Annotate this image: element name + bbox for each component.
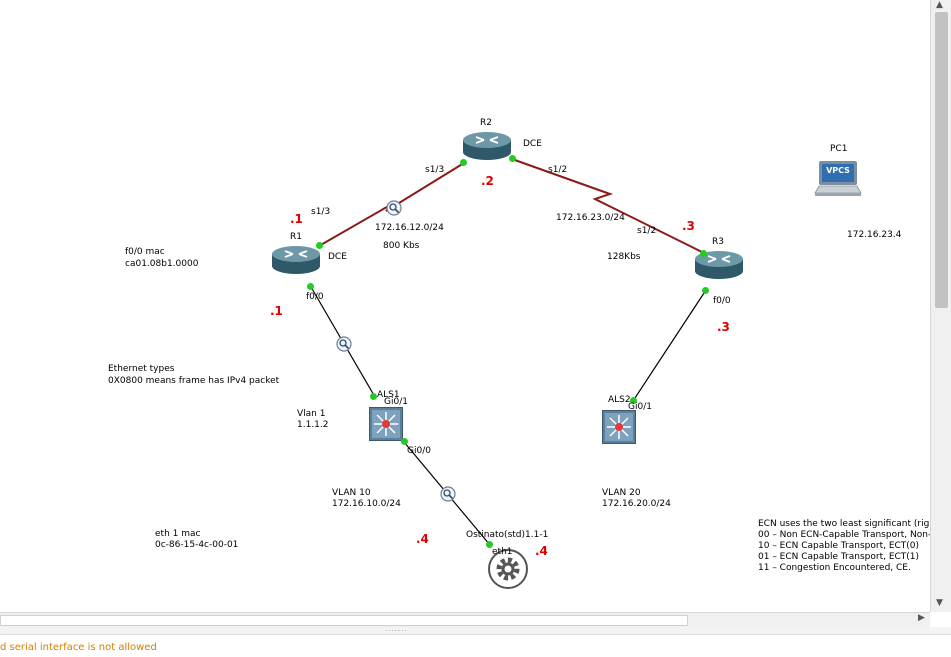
r3-f0-0-label: f0/0 bbox=[713, 296, 731, 306]
als1-gi0-1-label: Gi0/1 bbox=[384, 397, 408, 407]
r2-dce-label: DCE bbox=[523, 139, 542, 149]
vlan20-note-value: 172.16.20.0/24 bbox=[602, 499, 671, 509]
als2-gi0-1-label: Gi0/1 bbox=[628, 402, 652, 412]
capture-magnifier-icon[interactable] bbox=[336, 336, 352, 352]
capture-magnifier-icon[interactable] bbox=[440, 486, 456, 502]
switch-als1[interactable] bbox=[369, 407, 403, 441]
link-status-dot bbox=[486, 541, 493, 548]
als1-gi0-0-label: Gi0/0 bbox=[407, 446, 431, 456]
r1-f0-0-label: f0/0 bbox=[306, 292, 324, 302]
link-status-dot bbox=[316, 242, 323, 249]
router-r3[interactable] bbox=[694, 249, 744, 281]
horizontal-scrollbar[interactable]: ▶ bbox=[0, 612, 930, 627]
link-status-dot bbox=[370, 393, 377, 400]
ecn-note: ECN uses the two least significant (rig … bbox=[758, 519, 930, 574]
capture-magnifier-icon[interactable] bbox=[386, 200, 402, 216]
console-message: d serial interface is not allowed bbox=[0, 642, 157, 653]
host-octet: .2 bbox=[481, 174, 494, 188]
eth1-mac-note-title: eth 1 mac bbox=[155, 529, 201, 539]
switch-als2[interactable] bbox=[602, 410, 636, 444]
vpcs-badge: VPCS bbox=[826, 166, 850, 175]
r1-r2-subnet: 172.16.12.0/24 bbox=[375, 223, 444, 233]
r3-s1-2-label: s1/2 bbox=[637, 226, 657, 236]
horizontal-scroll-thumb[interactable] bbox=[0, 615, 688, 626]
switch-icon bbox=[602, 410, 636, 444]
als1-label: ALS1 bbox=[377, 390, 400, 400]
splitter-grip-icon[interactable]: ······· bbox=[385, 627, 408, 635]
host-octet: .3 bbox=[717, 320, 730, 334]
gear-icon bbox=[488, 549, 528, 589]
ostinato-label: Ostinato(std)1.1-1 bbox=[466, 530, 549, 540]
r1-s1-3-label: s1/3 bbox=[311, 207, 331, 217]
ethernet-note-title: Ethernet types bbox=[108, 364, 175, 374]
scroll-right-icon[interactable]: ▶ bbox=[918, 613, 925, 623]
link-status-dot bbox=[307, 283, 314, 290]
r3-label: R3 bbox=[712, 237, 724, 247]
link-r3-als2[interactable] bbox=[632, 289, 707, 402]
r1-r2-bandwidth: 800 Kbs bbox=[383, 241, 420, 251]
scroll-up-icon[interactable]: ▲ bbox=[936, 0, 943, 10]
router-icon bbox=[272, 246, 320, 274]
pc1-label: PC1 bbox=[830, 144, 848, 154]
link-status-dot bbox=[702, 287, 709, 294]
panel-splitter[interactable]: ······· bbox=[0, 627, 951, 635]
link-status-dot bbox=[700, 250, 707, 257]
vlan10-note-title: VLAN 10 bbox=[332, 488, 371, 498]
ecn-note-line: 11 – Congestion Encountered, CE. bbox=[758, 563, 911, 573]
r2-s1-3-label: s1/3 bbox=[425, 165, 445, 175]
ecn-note-line: 10 – ECN Capable Transport, ECT(0) bbox=[758, 541, 920, 551]
router-r1[interactable] bbox=[271, 244, 321, 276]
r1-dce-label: DCE bbox=[328, 252, 347, 262]
console-panel: d serial interface is not allowed bbox=[0, 635, 951, 657]
pc1-ip-note: 172.16.23.4 bbox=[847, 230, 902, 240]
r2-label: R2 bbox=[480, 118, 492, 128]
ostinato-node[interactable] bbox=[487, 548, 529, 590]
vlan20-note-title: VLAN 20 bbox=[602, 488, 641, 498]
link-status-dot bbox=[401, 438, 408, 445]
r1-label: R1 bbox=[290, 232, 302, 242]
host-octet: .4 bbox=[535, 544, 548, 558]
ecn-note-line: 00 – Non ECN-Capable Transport, Non- bbox=[758, 530, 930, 540]
topology-canvas[interactable]: R2 R1 R3 VPCS PC1 bbox=[0, 0, 930, 612]
scroll-down-icon[interactable]: ▼ bbox=[936, 598, 943, 608]
vlan10-note-value: 172.16.10.0/24 bbox=[332, 499, 401, 509]
ecn-note-line: 01 – ECN Capable Transport, ECT(1) bbox=[758, 552, 920, 562]
ostinato-eth1-label: eth1 bbox=[492, 547, 513, 557]
r1-mac-note-value: ca01.08b1.0000 bbox=[125, 259, 199, 269]
vlan1-note-value: 1.1.1.2 bbox=[297, 420, 329, 430]
link-r2-r3[interactable] bbox=[511, 158, 705, 254]
host-octet: .3 bbox=[682, 219, 695, 233]
als2-label: ALS2 bbox=[608, 395, 631, 405]
host-octet: .1 bbox=[290, 212, 303, 226]
r1-mac-note-title: f0/0 mac bbox=[125, 247, 165, 257]
host-octet: .1 bbox=[270, 304, 283, 318]
eth1-mac-note-value: 0c-86-15-4c-00-01 bbox=[155, 540, 239, 550]
link-status-dot bbox=[630, 397, 637, 404]
switch-icon bbox=[369, 407, 403, 441]
vertical-scrollbar[interactable]: ▲ ▼ bbox=[930, 0, 951, 612]
r2-s1-2-label: s1/2 bbox=[548, 165, 568, 175]
vlan1-note-title: Vlan 1 bbox=[297, 409, 326, 419]
ecn-note-line: ECN uses the two least significant (rig bbox=[758, 519, 930, 529]
host-octet: .4 bbox=[416, 532, 429, 546]
r2-r3-bandwidth: 128Kbs bbox=[607, 252, 641, 262]
router-icon bbox=[695, 251, 743, 279]
vertical-scroll-thumb[interactable] bbox=[935, 12, 948, 308]
links-layer bbox=[310, 158, 707, 546]
link-status-dot bbox=[509, 155, 516, 162]
r2-r3-subnet: 172.16.23.0/24 bbox=[556, 213, 625, 223]
ethernet-note-value: 0X0800 means frame has IPv4 packet bbox=[108, 376, 280, 386]
router-icon bbox=[463, 132, 511, 160]
laptop-icon bbox=[814, 161, 862, 196]
router-r2[interactable] bbox=[462, 130, 512, 162]
pc1-node[interactable]: VPCS bbox=[814, 160, 862, 202]
link-status-dot bbox=[460, 159, 467, 166]
